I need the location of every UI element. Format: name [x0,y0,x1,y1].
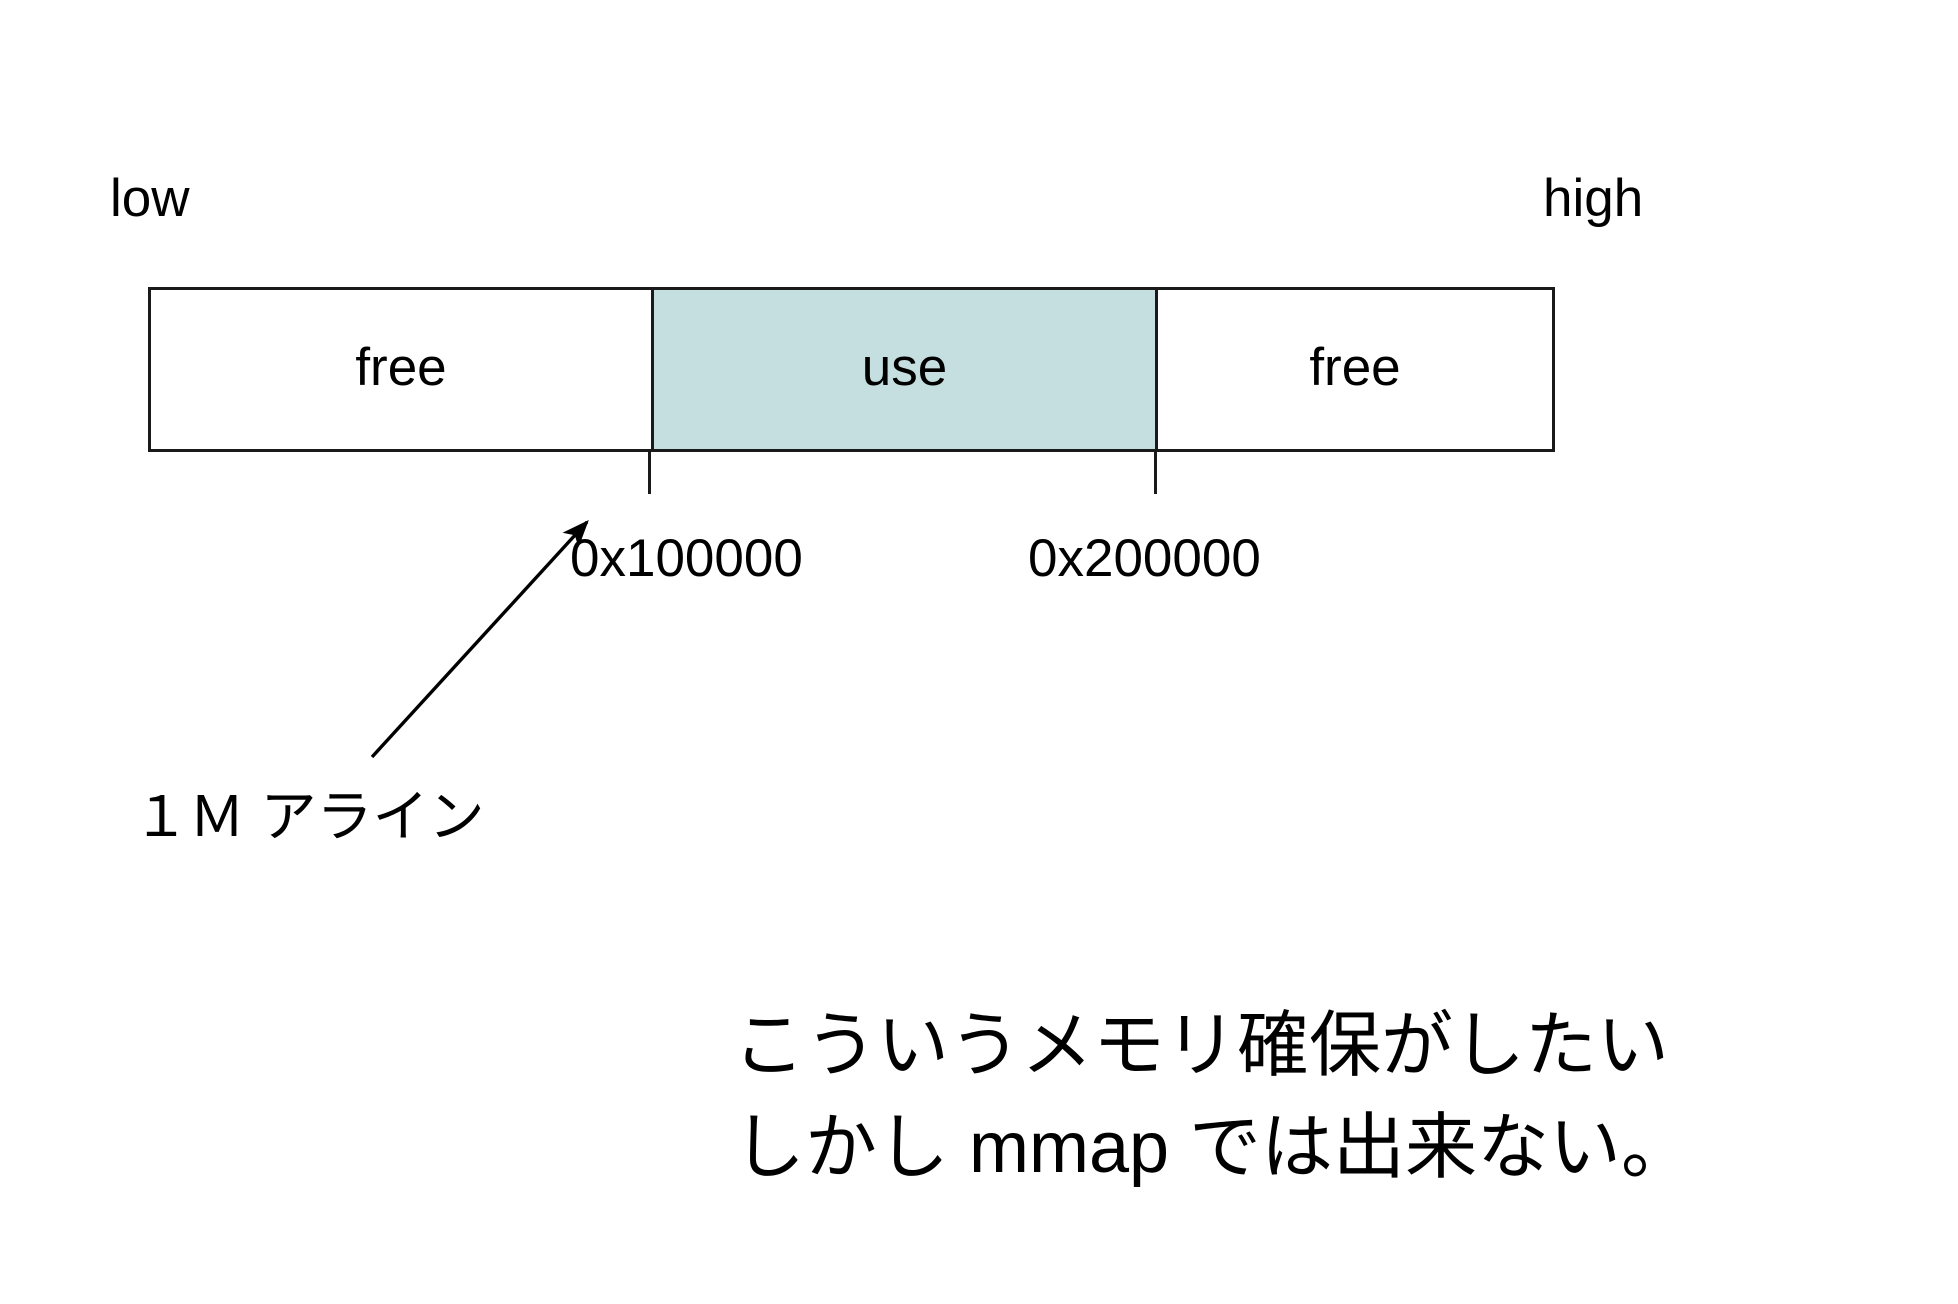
address-label-start: 0x100000 [570,529,803,588]
arrow-up-right-icon [370,519,589,759]
memory-segment-label: free [1309,338,1401,397]
alignment-caption: １Ｍ アライン [133,785,485,848]
note-line-1: こういうメモリ確保がしたい [733,1006,1670,1086]
memory-segment-label: free [355,338,447,397]
address-label-end: 0x200000 [1028,529,1261,588]
address-tick-end [1154,452,1157,494]
memory-segment-use: use [651,290,1158,449]
memory-segment-label: use [861,338,948,397]
memory-segment-free-high: free [1158,290,1552,449]
low-address-label: low [110,169,190,228]
explanatory-note: こういうメモリ確保がしたい しかし mmap では出来ない。 [733,995,1693,1199]
memory-segment-free-low: free [151,290,651,449]
address-tick-start [648,452,651,494]
note-line-2: しかし mmap では出来ない。 [733,1108,1694,1189]
high-address-label: high [1543,169,1644,228]
memory-bar: free use free [148,287,1555,452]
